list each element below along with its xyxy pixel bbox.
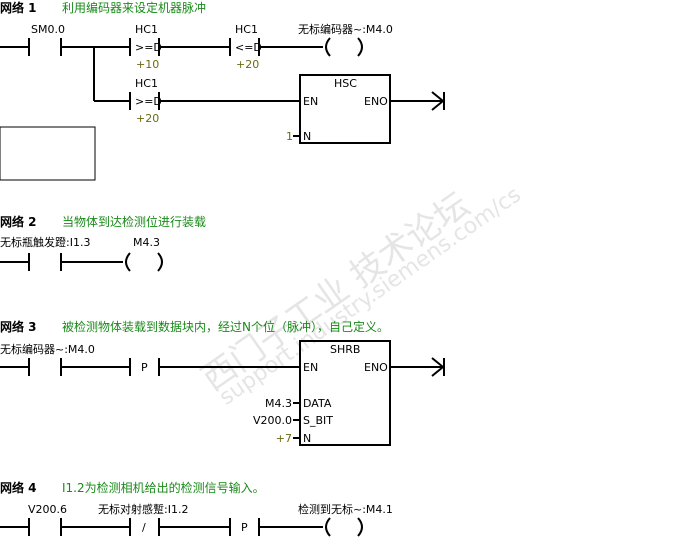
positive-edge-label[interactable]: P xyxy=(141,361,148,374)
compare-2-value[interactable]: +20 xyxy=(236,58,260,71)
network-4-title[interactable]: 网络 4 xyxy=(0,481,37,495)
hsc-en: EN xyxy=(303,95,319,108)
shrb-n-label: N xyxy=(303,432,312,445)
shrb-n-value[interactable]: +7 xyxy=(275,432,292,445)
shrb-sbit-value[interactable]: V200.0 xyxy=(252,414,292,427)
shrb-en: EN xyxy=(303,361,319,374)
contact-i1-3-label[interactable]: 无标瓶触发蹬:I1.3 xyxy=(0,236,91,249)
contact-v200-6-label[interactable]: V200.6 xyxy=(28,503,68,516)
positive-edge-label[interactable]: P xyxy=(241,521,248,534)
coil-m4-1-label[interactable]: 检测到无标~:M4.1 xyxy=(298,503,393,516)
network-1-title[interactable]: 网络 1 xyxy=(0,1,37,15)
coil-m4-3-label[interactable]: M4.3 xyxy=(133,236,160,249)
compare-3-type[interactable]: >=D xyxy=(135,95,162,108)
shrb-box-title[interactable]: SHRB xyxy=(330,343,361,356)
compare-2-type[interactable]: <=D xyxy=(235,41,262,54)
contact-m4-0-label[interactable]: 无标编码器~:M4.0 xyxy=(0,343,95,356)
contact-i1-2-label[interactable]: 无标对射感蹔:I1.2 xyxy=(98,503,189,516)
network-2-comment[interactable]: 当物体到达检测位进行装载 xyxy=(62,215,207,229)
contact-sm0-0-label[interactable]: SM0.0 xyxy=(31,23,65,36)
network-2-title[interactable]: 网络 2 xyxy=(0,215,37,229)
compare-1-value[interactable]: +10 xyxy=(136,58,160,71)
compare-3-operand[interactable]: HC1 xyxy=(135,77,158,90)
network-3-comment[interactable]: 被检测物体装载到数据块内，经过N个位（脉冲），自己定义。 xyxy=(62,320,389,334)
shrb-sbit-label: S_BIT xyxy=(303,414,333,427)
shrb-data-label: DATA xyxy=(303,397,332,410)
network-4-comment[interactable]: I1.2为检测相机给出的检测信号输入。 xyxy=(62,481,265,495)
network-1-comment[interactable]: 利用编码器来设定机器脉冲 xyxy=(62,1,207,15)
hsc-n-value[interactable]: 1 xyxy=(286,130,293,143)
hsc-n-label: N xyxy=(303,130,312,143)
compare-1-operand[interactable]: HC1 xyxy=(135,23,158,36)
shrb-data-value[interactable]: M4.3 xyxy=(265,397,292,410)
shrb-eno: ENO xyxy=(364,361,388,374)
hsc-eno: ENO xyxy=(364,95,388,108)
hsc-box-title[interactable]: HSC xyxy=(334,77,357,90)
compare-1-type[interactable]: >=D xyxy=(135,41,162,54)
compare-3-value[interactable]: +20 xyxy=(136,112,160,125)
network-3-title[interactable]: 网络 3 xyxy=(0,320,37,334)
normally-closed-symbol: / xyxy=(142,521,146,534)
compare-2-operand[interactable]: HC1 xyxy=(235,23,258,36)
coil-m4-0-label[interactable]: 无标编码器~:M4.0 xyxy=(298,23,393,36)
